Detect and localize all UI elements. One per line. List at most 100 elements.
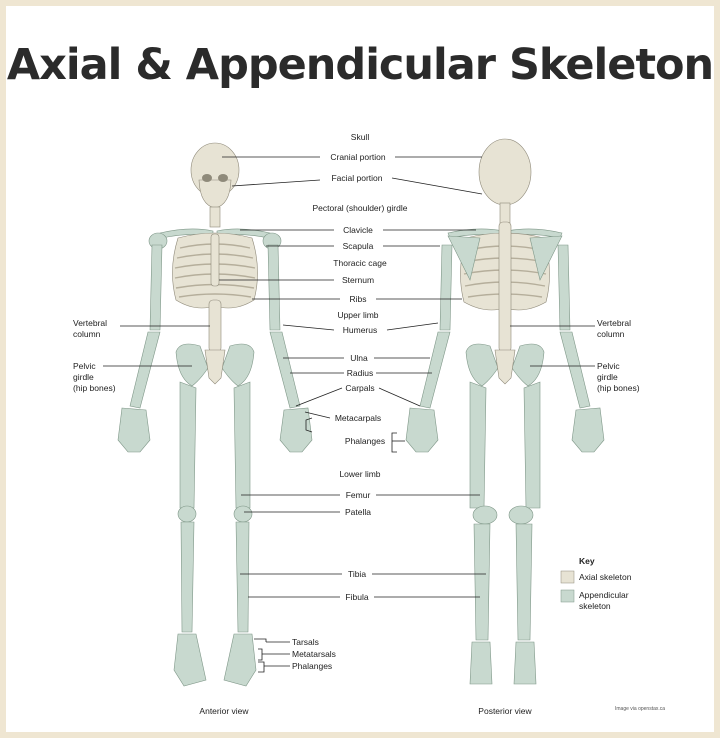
label-vertebral-column-left: Vertebral <box>73 318 107 328</box>
posterior-skeleton <box>405 138 605 685</box>
label-ribs: Ribs <box>349 294 366 304</box>
anterior-foot <box>223 633 257 687</box>
bracket <box>258 661 265 673</box>
posterior-pelvis <box>465 343 499 387</box>
label-facial-portion: Facial portion <box>331 173 382 183</box>
posterior-humerus <box>557 244 571 331</box>
anterior-face <box>198 179 232 209</box>
leader-line <box>378 387 421 407</box>
label-pelvic-girdle-right: girdle <box>597 372 618 382</box>
leader-line <box>295 387 343 407</box>
legend-swatch-axial <box>560 570 575 584</box>
legend-label-appendicular: Appendicular <box>579 590 629 600</box>
label-metatarsals: Metatarsals <box>292 649 336 659</box>
labels: Skull Cranial portion Facial portion Pec… <box>73 132 665 716</box>
anterior-hand <box>279 407 313 453</box>
label-pelvic-girdle-left: girdle <box>73 372 94 382</box>
page-title: Axial & Appendicular Skeleton <box>6 40 714 90</box>
image-credit: Image via openstax.ca <box>615 706 665 712</box>
label-clavicle: Clavicle <box>343 225 373 235</box>
anterior-humerus <box>149 244 163 331</box>
bracket <box>391 432 397 453</box>
anterior-pelvis <box>175 343 209 387</box>
posterior-forearm <box>419 331 451 409</box>
label-femur: Femur <box>346 490 371 500</box>
label-pelvic-girdle-right: Pelvic <box>597 361 620 371</box>
bracket <box>305 417 313 433</box>
posterior-humerus <box>439 244 453 331</box>
anterior-femur <box>233 381 251 509</box>
leader-line <box>282 324 335 331</box>
label-posterior-view: Posterior view <box>478 706 532 716</box>
anterior-tibia <box>180 521 195 633</box>
label-pelvic-girdle-left: Pelvic <box>73 361 96 371</box>
posterior-femur <box>469 381 487 509</box>
label-tarsals: Tarsals <box>292 637 319 647</box>
posterior-pelvis <box>511 343 545 387</box>
anterior-foot <box>173 633 207 687</box>
anterior-pelvis <box>221 343 255 387</box>
posterior-knee <box>508 505 534 525</box>
leader-lines <box>103 156 595 673</box>
bracket <box>258 648 263 661</box>
bracket <box>254 638 267 642</box>
posterior-hand <box>571 407 605 453</box>
label-pelvic-girdle-left: (hip bones) <box>73 383 116 393</box>
leader-line <box>391 177 483 195</box>
label-anterior-view: Anterior view <box>199 706 249 716</box>
label-vertebral-column-right: column <box>597 329 625 339</box>
label-fibula: Fibula <box>345 592 368 602</box>
anterior-femur <box>179 381 197 509</box>
anterior-sternum <box>210 233 220 287</box>
label-phalanges: Phalanges <box>345 436 385 446</box>
posterior-scapula <box>529 235 563 281</box>
anterior-eye-socket-right <box>218 174 228 182</box>
label-pectoral-girdle: Pectoral (shoulder) girdle <box>313 203 408 213</box>
posterior-sacrum <box>494 349 516 385</box>
label-thoracic-cage: Thoracic cage <box>333 258 387 268</box>
label-radius: Radius <box>347 368 373 378</box>
label-patella: Patella <box>345 507 371 517</box>
legend: Key Axial skeleton Appendicular skeleton <box>560 556 632 611</box>
label-pelvic-girdle-right: (hip bones) <box>597 383 640 393</box>
label-skull: Skull <box>351 132 370 142</box>
label-vertebral-column-right: Vertebral <box>597 318 631 328</box>
legend-title: Key <box>579 556 595 566</box>
anterior-eye-socket-left <box>202 174 212 182</box>
label-cranial-portion: Cranial portion <box>330 152 386 162</box>
posterior-tibia <box>473 523 491 641</box>
label-sternum: Sternum <box>342 275 374 285</box>
posterior-scapula <box>447 235 481 281</box>
poster-frame <box>6 6 714 732</box>
posterior-skull <box>478 138 532 206</box>
label-vertebral-column-left: column <box>73 329 101 339</box>
legend-label-appendicular: skeleton <box>579 601 611 611</box>
posterior-foot <box>469 641 493 685</box>
posterior-foot <box>513 641 537 685</box>
anterior-sacrum <box>204 349 226 385</box>
label-humerus: Humerus <box>343 325 377 335</box>
anterior-neck <box>209 206 221 228</box>
label-tibia: Tibia <box>348 569 366 579</box>
posterior-femur <box>523 381 541 509</box>
anterior-tibia <box>235 521 250 633</box>
label-carpals: Carpals <box>345 383 374 393</box>
anterior-forearm <box>269 331 301 409</box>
posterior-hand <box>405 407 439 453</box>
label-phalanges-foot: Phalanges <box>292 661 332 671</box>
legend-swatch-appendicular <box>560 589 575 603</box>
anterior-lumbar-spine <box>208 299 222 353</box>
leader-line <box>231 179 321 187</box>
anterior-patella <box>177 505 197 523</box>
anterior-humerus <box>267 244 281 331</box>
label-lower-limb: Lower limb <box>339 469 380 479</box>
legend-label-axial: Axial skeleton <box>579 572 632 582</box>
label-metacarpals: Metacarpals <box>335 413 381 423</box>
anterior-skeleton <box>117 142 313 687</box>
label-upper-limb: Upper limb <box>337 310 378 320</box>
label-scapula: Scapula <box>343 241 374 251</box>
posterior-tibia <box>515 523 533 641</box>
anterior-rib <box>178 293 252 298</box>
leader-line <box>386 322 439 331</box>
